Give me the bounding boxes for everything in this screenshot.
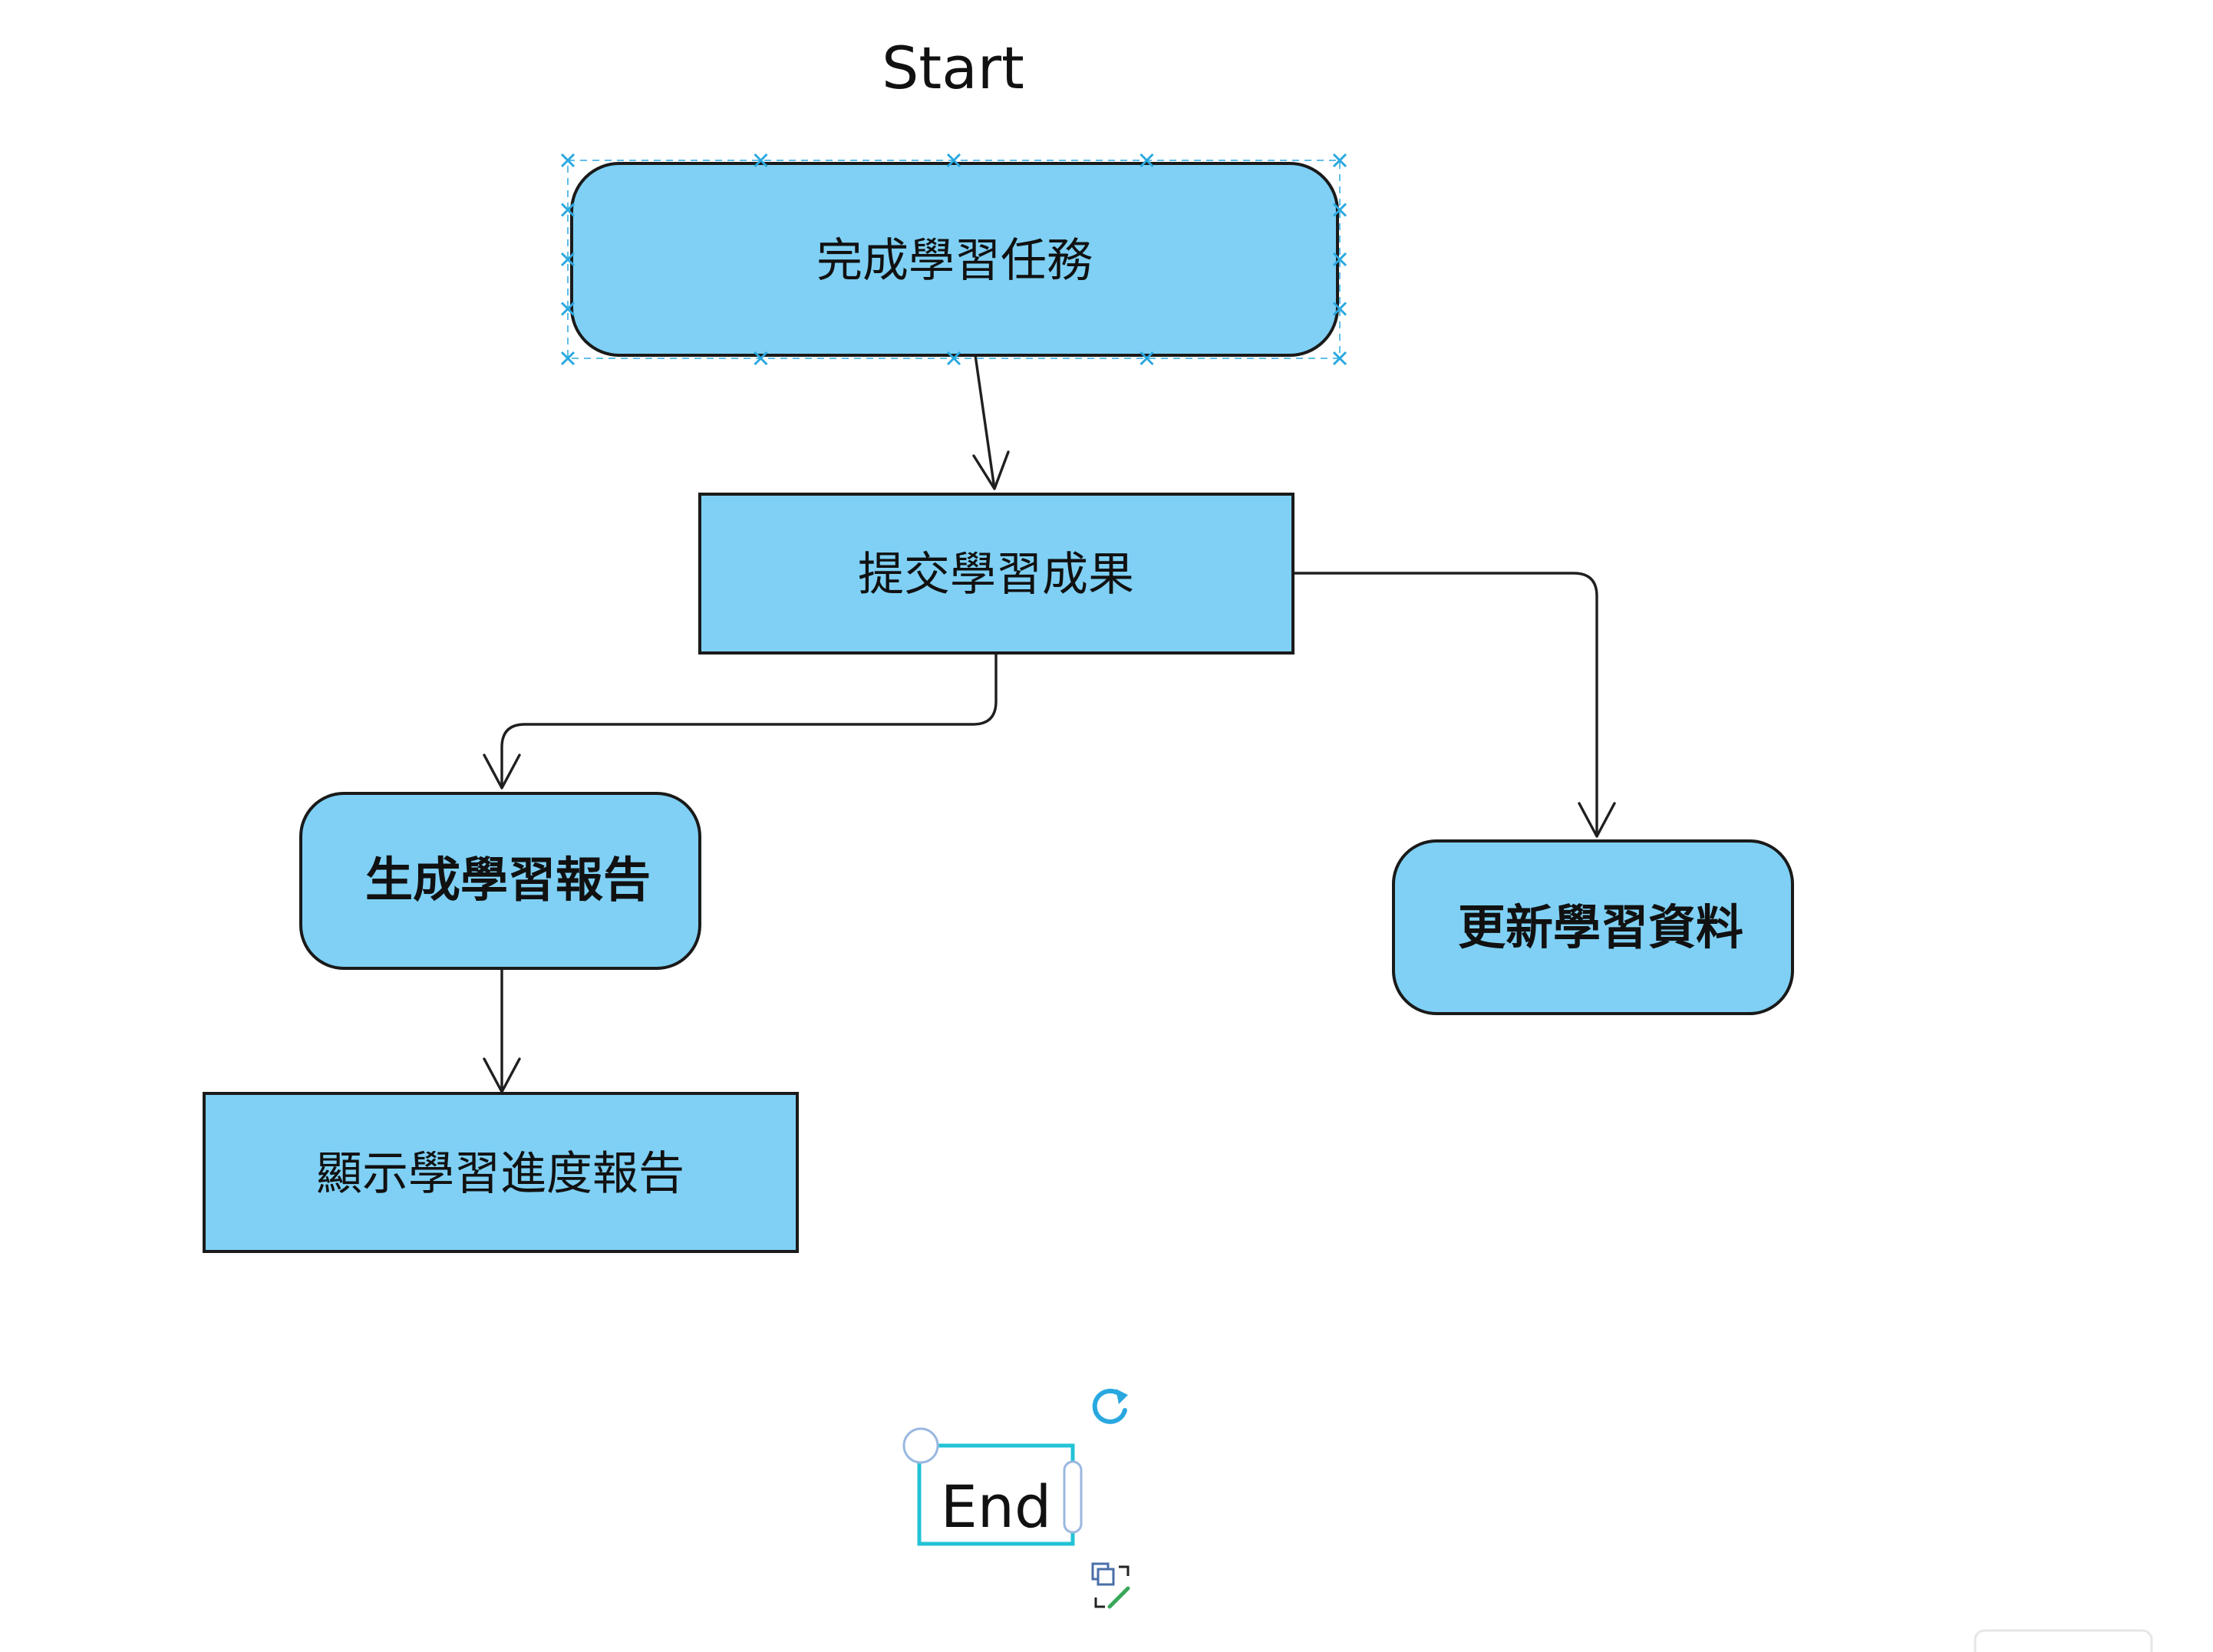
node-complete-task-shape xyxy=(570,162,1339,357)
selection-handle[interactable] xyxy=(1332,351,1347,366)
selection-handle[interactable] xyxy=(1332,252,1347,267)
edge-n1-n2[interactable] xyxy=(974,354,996,490)
selection-handle[interactable] xyxy=(1139,351,1154,366)
edge-n2-n3[interactable] xyxy=(500,653,998,788)
selection-handles[interactable] xyxy=(560,153,1347,366)
selection-handle[interactable] xyxy=(560,302,576,316)
link-icon[interactable] xyxy=(1094,1565,1130,1609)
selection-handle[interactable] xyxy=(754,351,768,366)
node-show-progress-report[interactable]: 顯示學習進度報告 xyxy=(203,1092,799,1253)
selection-handle[interactable] xyxy=(560,153,576,168)
text-box-resize-handle[interactable] xyxy=(1063,1460,1083,1534)
end-label[interactable]: End xyxy=(941,1472,1051,1541)
panel-edge xyxy=(1974,1629,2153,1652)
node-update-data[interactable]: 更新學習資料 xyxy=(1392,839,1794,1015)
arrowhead-n1-n2 xyxy=(972,450,1010,490)
selection-handle[interactable] xyxy=(560,252,576,267)
arrowhead-n2-n4 xyxy=(1578,802,1616,838)
arrowhead-n2-n3 xyxy=(483,753,521,790)
duplicate-icon[interactable] xyxy=(1091,1562,1115,1586)
selection-handle[interactable] xyxy=(1332,203,1347,217)
selection-handle[interactable] xyxy=(560,351,576,366)
node-update-data-label: 更新學習資料 xyxy=(1458,899,1743,955)
rotate-icon[interactable] xyxy=(1092,1388,1128,1424)
node-complete-task[interactable]: 完成學習任務 xyxy=(570,162,1339,357)
connectors xyxy=(483,354,1616,1093)
node-update-data-shape xyxy=(1392,839,1794,1015)
node-complete-task-label: 完成學習任務 xyxy=(816,234,1093,288)
selection-frame xyxy=(560,153,1347,366)
selection-handle[interactable] xyxy=(560,203,576,217)
node-generate-report-shape xyxy=(299,792,701,970)
selection-handle[interactable] xyxy=(946,153,961,168)
selection-handle[interactable] xyxy=(1332,153,1347,168)
node-submit-results[interactable]: 提交學習成果 xyxy=(698,493,1294,655)
end-text-box[interactable]: End xyxy=(902,1427,1083,1546)
selection-handle[interactable] xyxy=(754,153,768,168)
start-label[interactable]: Start xyxy=(882,34,1024,102)
node-submit-results-shape xyxy=(698,493,1294,655)
text-box-anchor-handle[interactable] xyxy=(902,1427,939,1464)
selection-handle[interactable] xyxy=(1332,302,1347,316)
node-show-progress-report-label: 顯示學習進度報告 xyxy=(316,1147,684,1201)
selection-handle[interactable] xyxy=(946,351,961,366)
node-show-progress-report-shape xyxy=(203,1092,799,1253)
node-generate-report-label: 生成學習報告 xyxy=(365,852,651,908)
selection-handle[interactable] xyxy=(1139,153,1154,168)
edge-n2-n4[interactable] xyxy=(1293,572,1598,836)
node-submit-results-label: 提交學習成果 xyxy=(858,548,1134,602)
node-generate-report[interactable]: 生成學習報告 xyxy=(299,792,701,970)
